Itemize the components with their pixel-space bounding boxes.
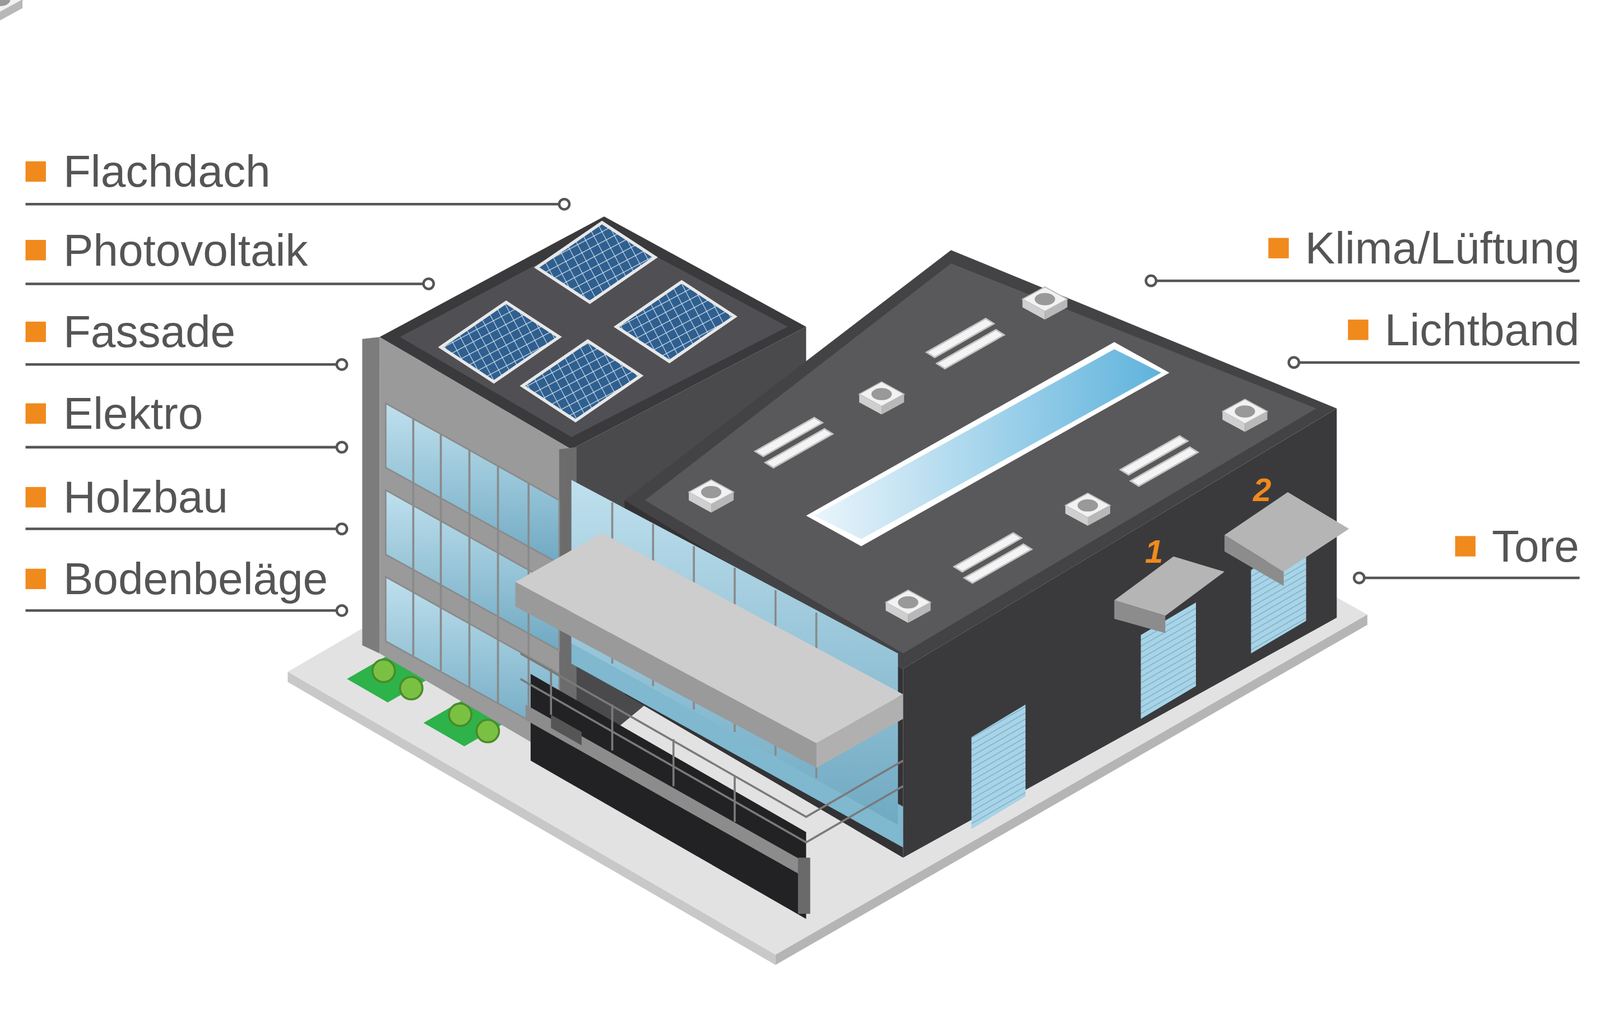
part-label: Lichtband [1384,307,1580,352]
part-label: Flachdach [63,149,271,194]
bullet-square [25,239,46,261]
part-label: Holzbau [63,474,229,520]
part-label: Photovoltaik [63,227,308,273]
part-label: Fassade [63,309,236,355]
part-label: Tore [1491,523,1580,569]
part-label: Bodenbeläge [63,556,328,602]
bullet-square [25,161,46,182]
callout-number: 2 [1253,473,1272,507]
bullet-square [25,403,46,424]
part-label: Elektro [63,391,203,437]
bullet-square [25,487,46,508]
bullet-square [1454,535,1476,556]
bullet-square [25,568,46,590]
part-label: Klima/Lüftung [1305,225,1580,271]
bullet-square [1268,237,1289,258]
bullet-square [1347,319,1368,340]
bullet-square [25,321,46,342]
callout-number: 1 [1144,535,1163,568]
